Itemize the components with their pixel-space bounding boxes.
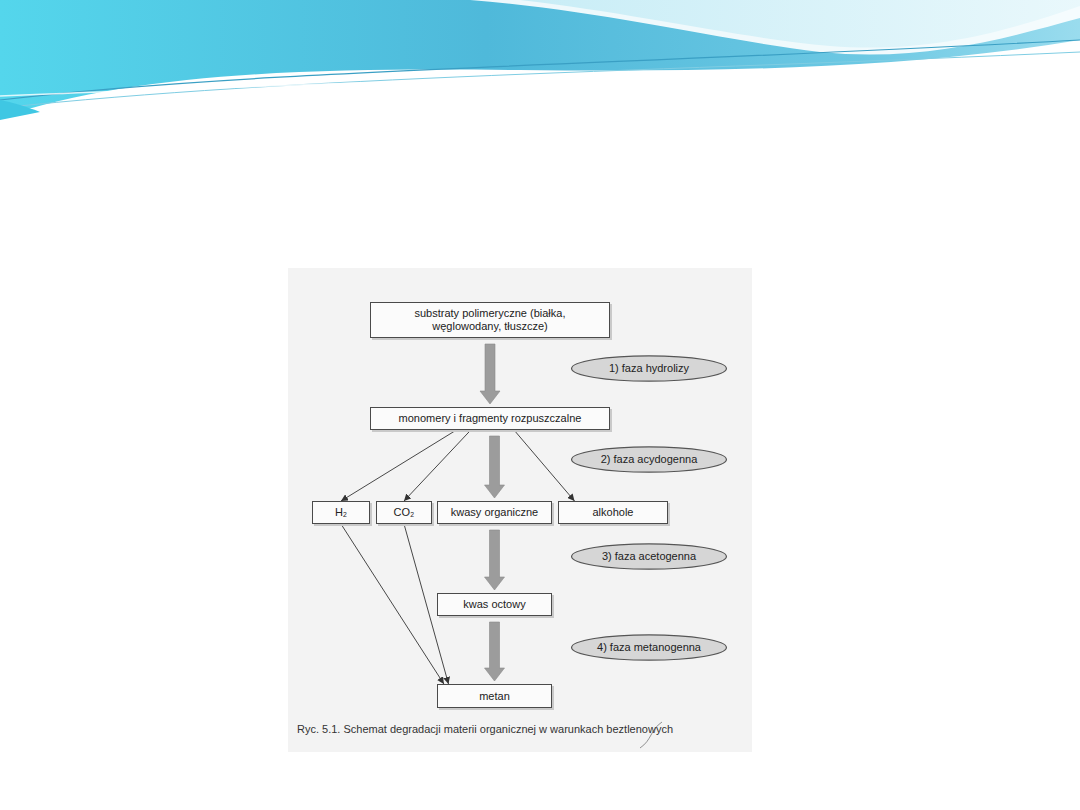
block-arrow	[480, 344, 500, 404]
flow-arrow	[341, 524, 444, 684]
node-label: H₂	[335, 506, 347, 519]
product-box: H₂	[312, 501, 370, 524]
node-label: alkohole	[593, 506, 634, 519]
scan-background	[288, 268, 752, 752]
phase-ellipse: 2) faza acydogenna	[570, 446, 728, 473]
node-label: 4) faza metanogenna	[597, 641, 701, 654]
header-corner	[0, 100, 40, 120]
substrate-box: substraty polimeryczne (białka, węglowod…	[370, 302, 610, 338]
node-label: metan	[479, 690, 510, 703]
node-label: CO₂	[394, 506, 415, 519]
product-box: alkohole	[558, 501, 668, 524]
header-line	[0, 62, 1080, 96]
flow-arrow	[404, 430, 471, 501]
header-wave	[0, 0, 1080, 118]
node-label: 1) faza hydrolizy	[609, 362, 689, 375]
product-box: kwas octowy	[437, 593, 552, 616]
phase-ellipse: 3) faza acetogenna	[570, 543, 728, 570]
flow-arrow	[341, 430, 456, 501]
node-label: kwas octowy	[463, 598, 525, 611]
block-arrow	[485, 530, 505, 590]
node-label: kwasy organiczne	[451, 506, 538, 519]
node-label: substraty polimeryczne (białka, węglowod…	[390, 307, 590, 333]
product-box: metan	[437, 684, 552, 708]
figure-caption: Ryc. 5.1. Schemat degradacji materii org…	[297, 723, 673, 735]
phase-ellipse: 4) faza metanogenna	[570, 634, 728, 661]
header-line	[0, 40, 1080, 100]
header-line	[0, 52, 1080, 108]
header-swoosh	[520, 0, 1080, 48]
block-arrow	[485, 622, 505, 681]
header-swoosh	[470, 0, 1080, 54]
product-box: kwasy organiczne	[437, 501, 552, 524]
node-label: 3) faza acetogenna	[602, 550, 696, 563]
node-label: monomery i fragmenty rozpuszczalne	[399, 412, 582, 425]
block-arrow	[485, 436, 505, 498]
phase-ellipse: 1) faza hydrolizy	[570, 355, 728, 382]
product-box: monomery i fragmenty rozpuszczalne	[370, 407, 610, 430]
flow-arrow	[514, 430, 575, 501]
product-box: CO₂	[376, 501, 432, 524]
node-label: 2) faza acydogenna	[601, 453, 698, 466]
